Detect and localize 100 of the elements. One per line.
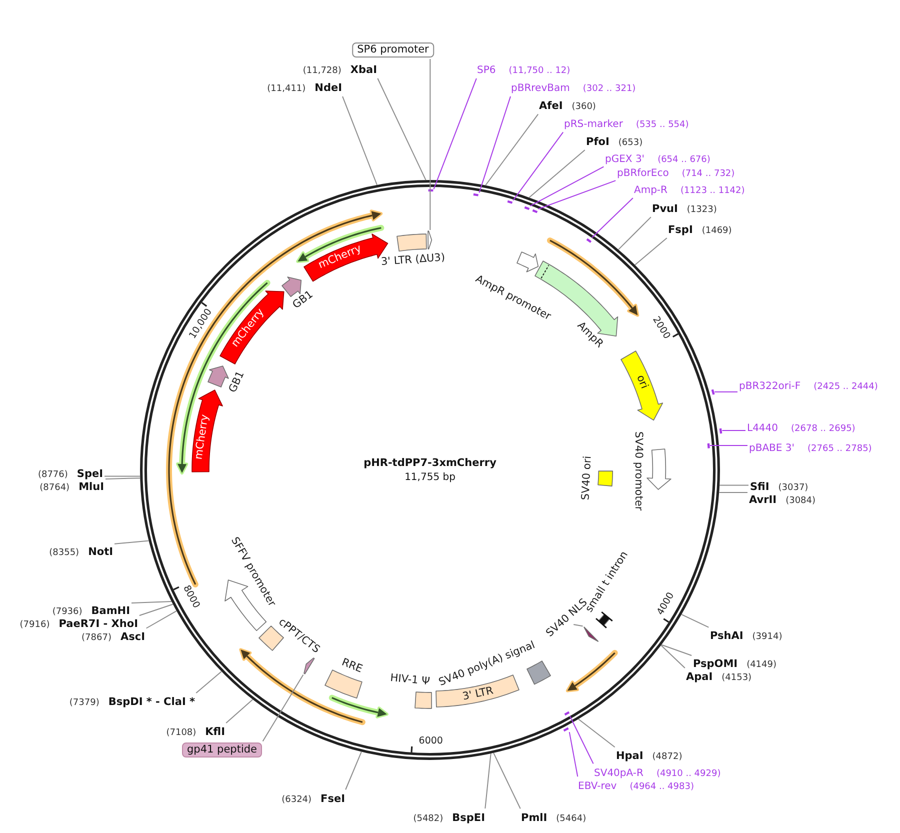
enzyme-name: PvuI	[652, 203, 678, 215]
site-position: (6324)	[282, 795, 312, 805]
leader-line	[478, 96, 511, 194]
feature-tag: SP6 promoter	[352, 42, 434, 58]
site-position: (7916)	[20, 620, 50, 630]
site-position: (7379)	[69, 698, 100, 708]
feature-tag: gp41 peptide	[182, 742, 262, 758]
enzyme-name: AscI	[120, 631, 145, 643]
site-position: (8355)	[49, 548, 80, 558]
plasmid-name: pHR-tdPP7-3xmCherry	[364, 458, 496, 468]
feature-label: 3' LTR	[461, 686, 494, 702]
primer-name: pBRforEco	[617, 168, 669, 179]
enzyme-name: PmlI	[521, 812, 548, 824]
feature-label: HIV-1 Ψ	[390, 672, 430, 688]
enzyme-name: ApaI	[686, 671, 713, 683]
leader-line	[114, 540, 150, 544]
site-position: (3037)	[778, 483, 808, 493]
site-position: (653)	[618, 138, 643, 148]
leader-line	[719, 484, 749, 486]
primer-site-mark	[428, 189, 434, 192]
leader-line	[528, 149, 586, 198]
primer-position: (2425 .. 2444)	[814, 382, 878, 392]
site-position: (4153)	[722, 673, 752, 683]
site-position: (5482)	[413, 814, 444, 824]
site-position: (3914)	[752, 632, 782, 642]
enzyme-name: NotI	[88, 546, 113, 558]
primer-position: (654 .. 676)	[658, 155, 710, 165]
primer-position: (4910 .. 4929)	[656, 769, 721, 779]
leader-line	[722, 430, 746, 432]
primer-site-mark	[563, 727, 570, 732]
leader-line	[573, 624, 584, 627]
leader-line	[538, 180, 616, 210]
leader-line	[196, 671, 222, 694]
leader-line	[709, 445, 748, 446]
feature-label: ori	[634, 374, 650, 391]
leader-line	[484, 753, 492, 809]
scale-label: 4000	[656, 591, 676, 617]
enzyme-name: PshAI	[710, 630, 744, 642]
primer-name: pBABE 3'	[749, 443, 795, 454]
primer-position: (535 .. 554)	[636, 120, 689, 130]
leader-line	[484, 114, 539, 186]
primer-name: pBRrevBam	[511, 83, 570, 94]
primer-site-mark	[564, 711, 570, 716]
primer-site-mark	[532, 208, 538, 214]
primer-position: (4964 .. 4983)	[630, 782, 694, 792]
site-position: (7867)	[82, 633, 112, 643]
leader-line	[618, 216, 652, 250]
primer-site-mark	[706, 442, 710, 448]
site-position: (360)	[572, 102, 596, 112]
leader-line	[345, 751, 362, 790]
enzyme-name: NdeI	[314, 82, 342, 94]
site-position: (4872)	[652, 752, 682, 762]
feature-label: 3' LTR (ΔU3)	[380, 252, 446, 268]
primer-position: (2678 .. 2695)	[791, 424, 856, 434]
site-position: (1469)	[702, 226, 732, 236]
leader-line	[138, 604, 174, 616]
feature-label: RRE	[340, 657, 364, 675]
enzyme-name: PaeR7I - XhoI	[58, 618, 138, 630]
primer-name: SP6	[477, 65, 496, 76]
leader-line	[718, 492, 748, 493]
primer-name: Amp-R	[634, 185, 668, 196]
leader-line	[226, 699, 254, 724]
enzyme-name: BamHI	[91, 605, 130, 617]
leader-line	[493, 752, 521, 810]
plasmid-size: 11,755 bp	[404, 473, 456, 483]
leader-line	[262, 674, 304, 742]
primer-name: SV40pA-R	[594, 768, 644, 779]
site-position: (3084)	[786, 496, 816, 506]
enzyme-name: AvrII	[749, 494, 777, 506]
primer-name: pGEX 3'	[605, 154, 645, 165]
leader-line	[146, 610, 178, 629]
enzyme-name: XbaI	[350, 64, 377, 76]
primer-position: (1123 .. 1142)	[680, 186, 745, 196]
leader-line	[342, 96, 378, 186]
leader-line	[430, 58, 431, 230]
feature-label: GB1	[291, 289, 315, 312]
primer-name: pBR322ori-F	[739, 381, 801, 392]
primer-name: EBV-rev	[578, 781, 617, 792]
enzyme-name: BspEI	[452, 812, 485, 824]
scale-label: 8000	[180, 584, 200, 610]
site-position: (1323)	[686, 205, 717, 215]
enzyme-name: PspOMI	[693, 658, 738, 670]
site-position: (8776)	[38, 470, 68, 480]
feature-label: SV40 promoter	[632, 431, 644, 511]
leader-line	[105, 478, 141, 480]
site-position: (7108)	[166, 728, 196, 738]
site-position: (4149)	[746, 660, 776, 670]
primer-site-mark	[507, 200, 514, 204]
leader-line	[680, 614, 710, 628]
leader-line	[660, 644, 692, 656]
enzyme-name: SfiI	[750, 481, 770, 493]
enzyme-name: KflI	[205, 726, 225, 738]
leader-line	[433, 78, 477, 190]
primer-position: (714 .. 732)	[682, 169, 735, 179]
enzyme-name: AfeI	[539, 100, 563, 112]
scale-label: 6000	[418, 736, 443, 746]
leader-line	[569, 716, 594, 764]
primer-name: L4440	[747, 423, 778, 434]
primer-site-mark	[473, 192, 480, 196]
feature-label: GB1	[228, 370, 246, 394]
